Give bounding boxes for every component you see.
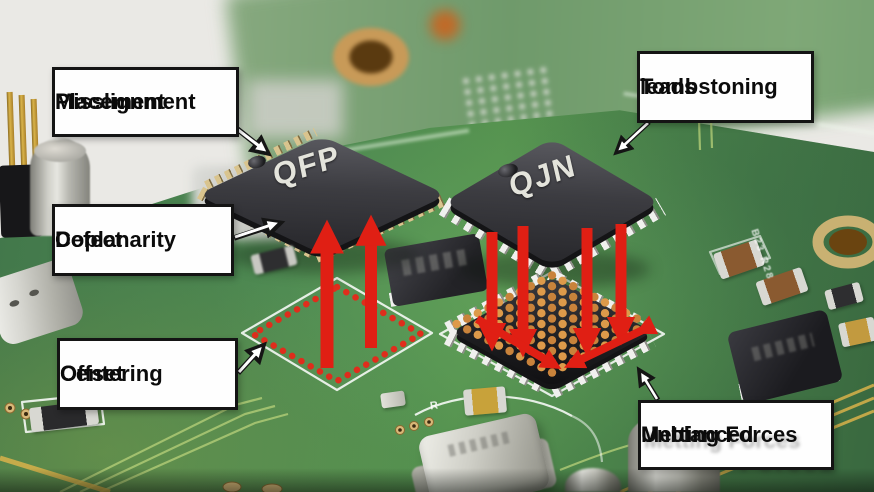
callout-text: Unblanced [641, 421, 754, 447]
callout-offset-centering: Offset Centering [57, 338, 238, 410]
callout-text: Misslignment [55, 88, 196, 114]
callout-text: Placement [55, 88, 166, 114]
red-lift-arrows [310, 214, 387, 368]
callout-text: leads [640, 73, 697, 99]
callout-text: Defect [55, 226, 123, 252]
mounting-hole-blur [333, 28, 409, 86]
orange-component-blur [430, 10, 460, 40]
callout-text: Tombstoning [640, 73, 778, 99]
callout-text: Coplanarity [55, 226, 177, 252]
red-down-arrows [477, 224, 636, 358]
callout-text: Offset [60, 360, 124, 386]
callout-text: Metting Forces [641, 421, 798, 447]
bottom-vignette [0, 468, 874, 492]
callout-coplanarity-defect: Coplanarity Defect [52, 204, 234, 276]
red-edge-arrows [474, 315, 659, 369]
background-component-blur [248, 80, 343, 138]
callout-pointers [233, 120, 661, 402]
callout-text: Centering [60, 360, 163, 386]
callout-tombstoning-leads: Tombstoning leads [637, 51, 814, 123]
callout-placement-misalignment: Placement Misslignment [52, 67, 239, 137]
offset-dotted-land-pattern [246, 283, 428, 385]
callout-unbalanced-wetting-forces: Unblanced Metting Forces [638, 400, 834, 470]
